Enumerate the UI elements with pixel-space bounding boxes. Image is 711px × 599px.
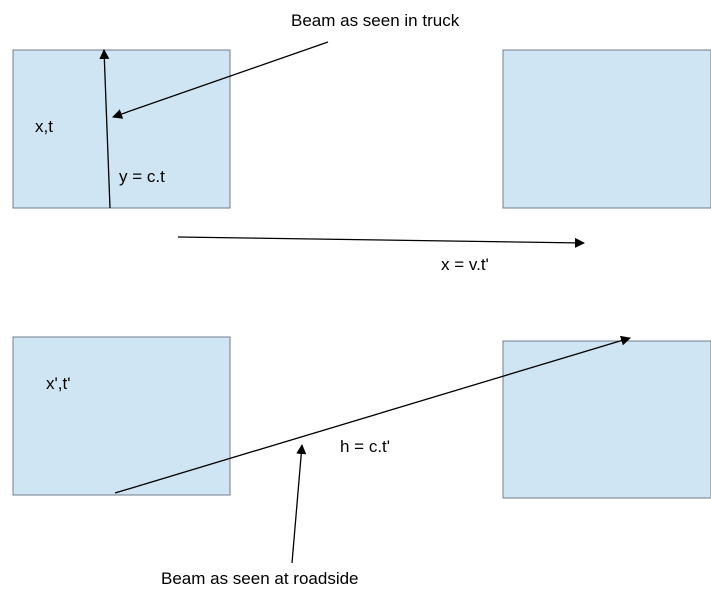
truck-bottom-left-box (12, 336, 231, 496)
truck-top-right-box (502, 49, 711, 209)
motion-arrow (177, 236, 585, 248)
diagonal-beam-arrow (114, 335, 631, 494)
vertical-beam-arrow (99, 49, 111, 209)
truck-label-pointer-arrow (112, 41, 329, 119)
truck-bottom-right-box (502, 340, 711, 499)
diagonal-beam-label: h = c.t' (340, 437, 390, 456)
beam-truck-label: Beam as seen in truck (291, 11, 460, 30)
roadside-label-pointer-arrow (291, 444, 307, 564)
frame-road-label: x',t' (46, 374, 70, 393)
frame-truck-label: x,t (35, 117, 53, 136)
vertical-beam-label: y = c.t (119, 167, 165, 186)
truck-top-left-box (12, 49, 231, 209)
motion-label: x = v.t' (441, 255, 489, 274)
beam-roadside-label: Beam as seen at roadside (161, 569, 359, 588)
